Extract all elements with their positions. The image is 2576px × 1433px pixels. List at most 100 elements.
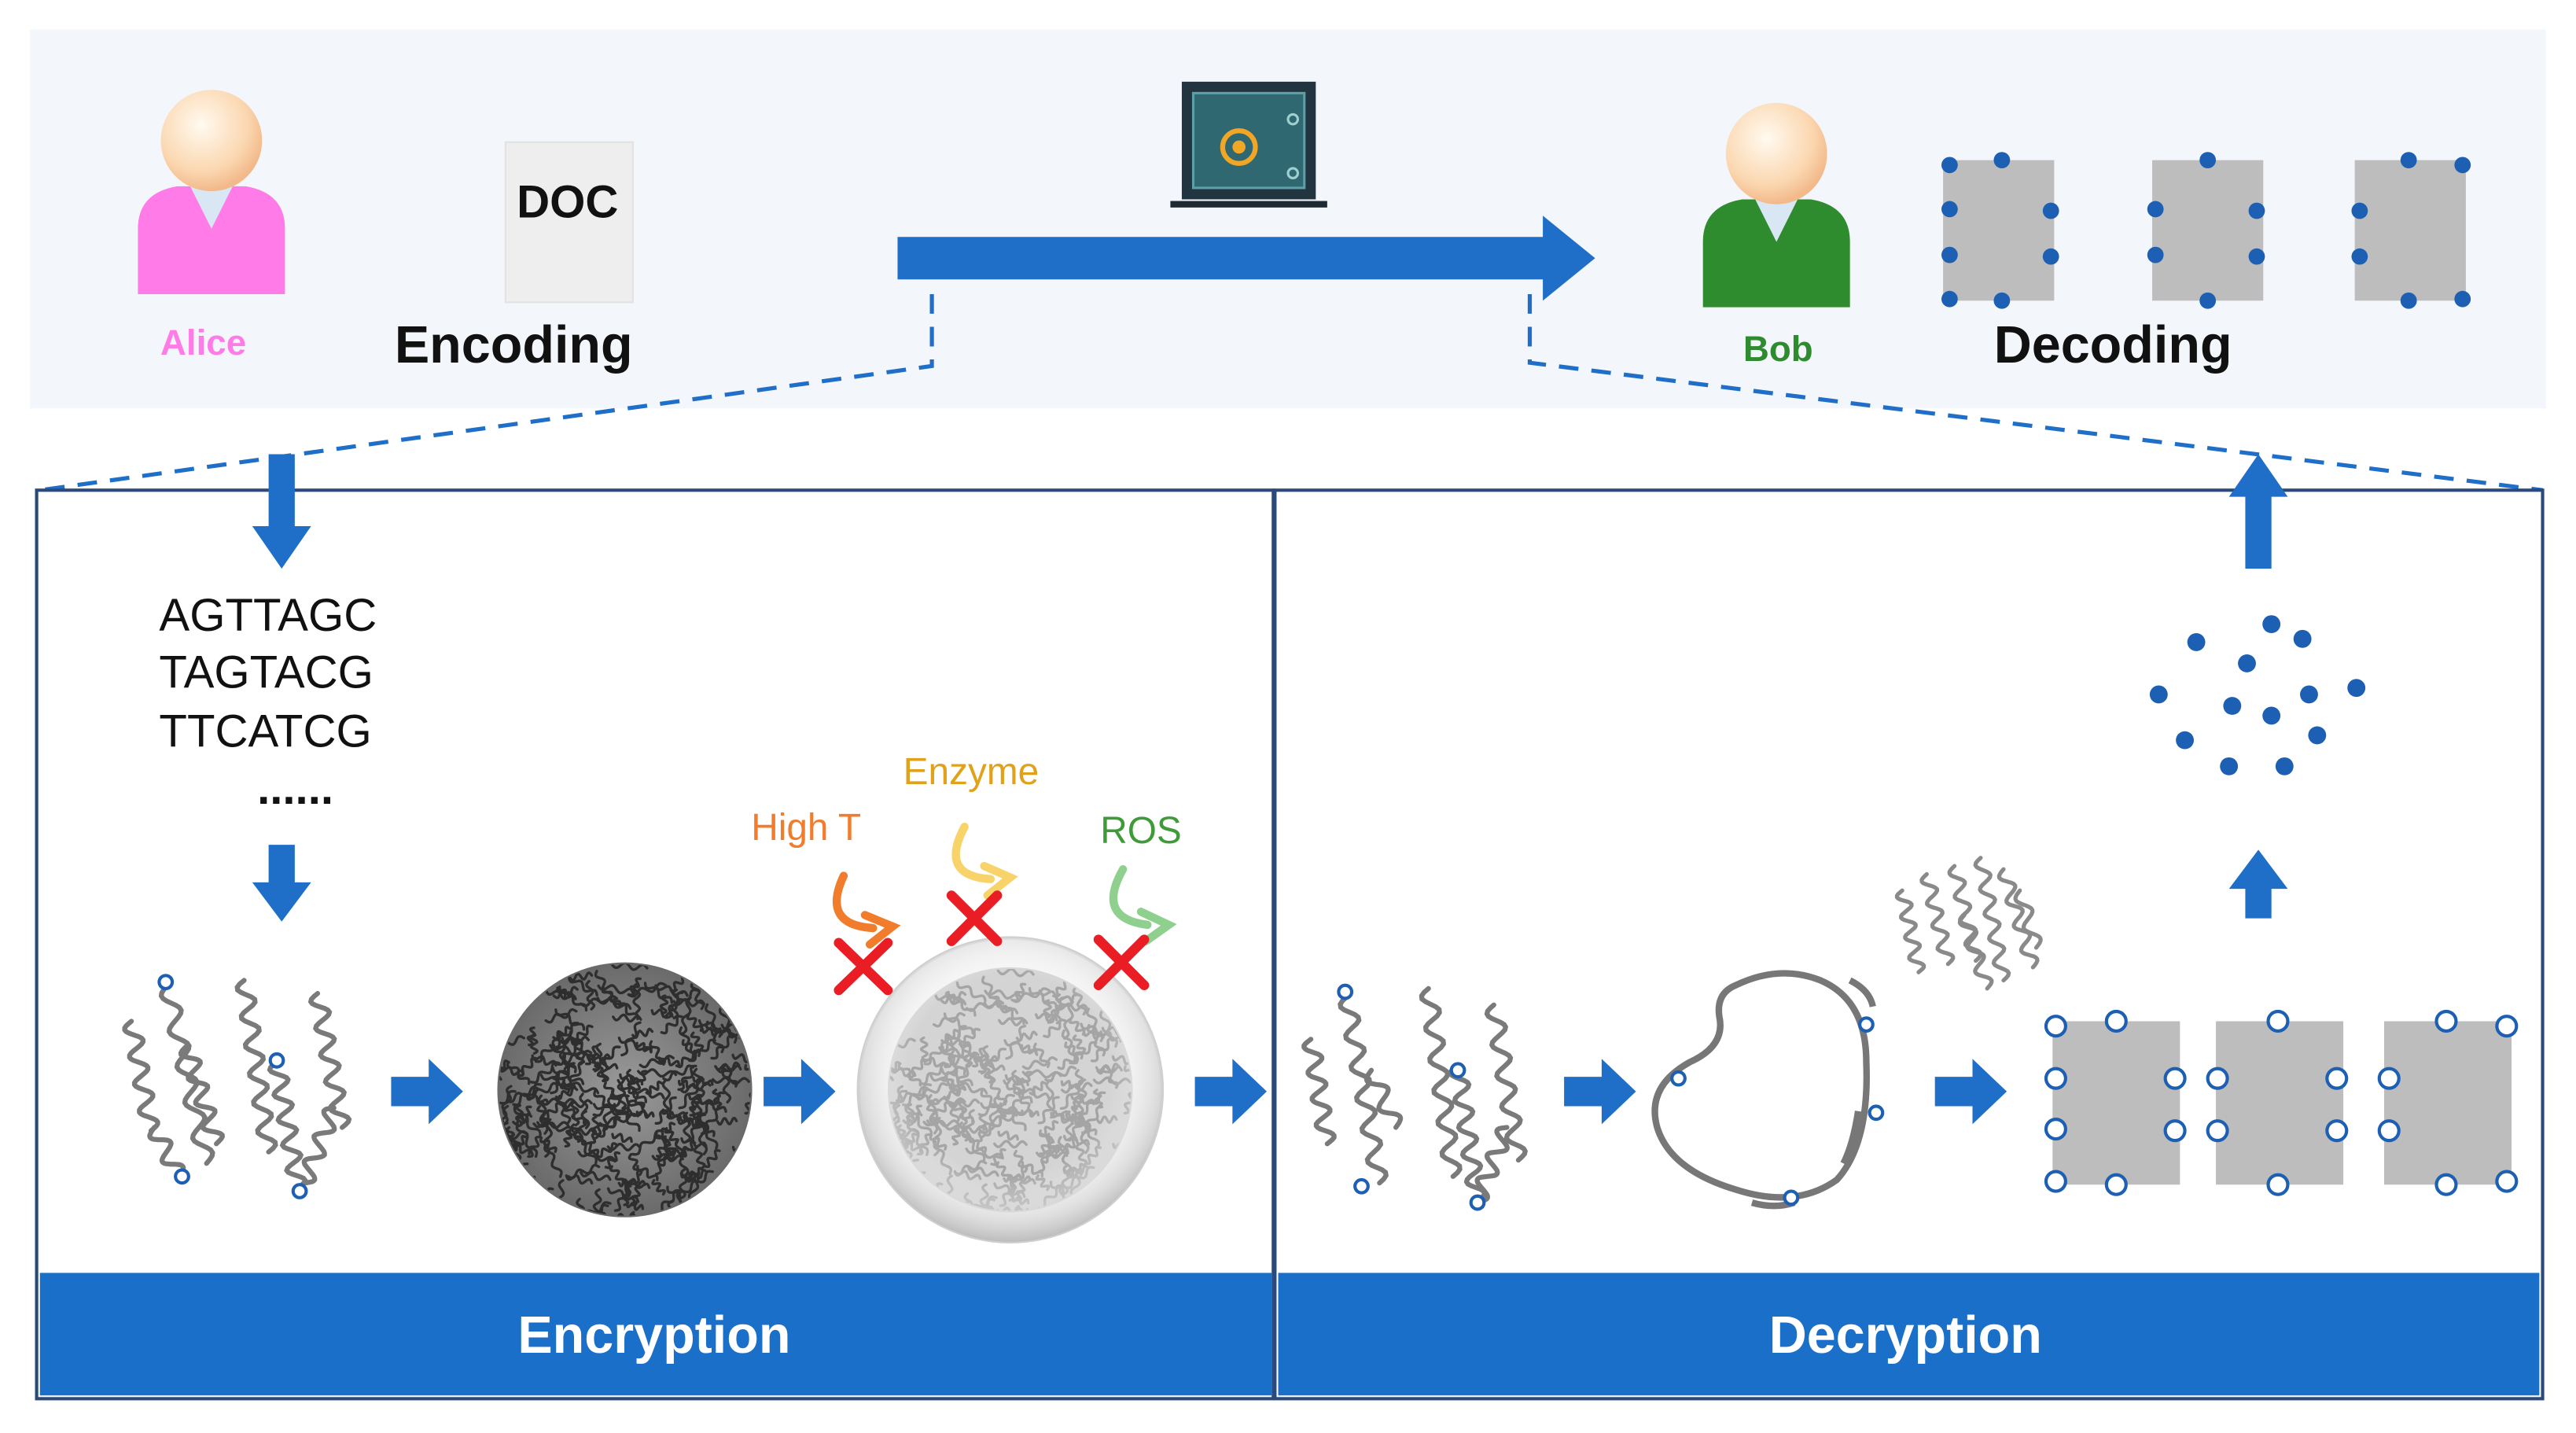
- strand-end-marker: [268, 1052, 285, 1069]
- dna-strand-icon: [604, 1151, 621, 1170]
- dna-strand-icon: [579, 1092, 591, 1129]
- dna-strand-icon: [581, 1139, 600, 1156]
- dna-strand-icon: [645, 1080, 664, 1096]
- dna-strand-icon: [539, 1136, 558, 1154]
- dna-strand-icon: [627, 982, 667, 998]
- dna-strand-icon: [643, 982, 674, 1004]
- dna-strand-icon: [526, 1026, 537, 1047]
- dna-strand-icon: [692, 1067, 705, 1098]
- dna-strand-icon: [1996, 867, 2040, 970]
- dna-strand-icon: [563, 1129, 573, 1148]
- dna-strand-icon: [705, 1020, 725, 1054]
- dna-strand-icon: [569, 971, 594, 982]
- dna-strand-icon: [158, 982, 215, 1166]
- dna-strand-icon: [699, 1097, 727, 1114]
- dna-strand-icon: [731, 1053, 751, 1064]
- dna-strand-icon: [613, 1184, 632, 1212]
- process-arrow-3: [1194, 1059, 1267, 1125]
- dna-strand-icon: [2013, 888, 2043, 950]
- dna-strand-icon: [554, 1008, 586, 1031]
- dna-strand-icon: [692, 1076, 714, 1086]
- dna-strand-icon: [542, 1102, 562, 1121]
- sequence-line-3: TTCATCG: [159, 705, 371, 757]
- dna-strand-icon: [631, 1129, 664, 1156]
- dna-strand-icon: [1894, 888, 1926, 974]
- dna-strand-icon: [122, 1019, 160, 1133]
- dna-strand-icon: [679, 1114, 707, 1131]
- dna-strand-icon: [690, 1093, 702, 1111]
- dna-strand-icon: [716, 1061, 741, 1074]
- dna-strand-icon: [654, 1096, 677, 1125]
- dna-strand-icon: [499, 1035, 525, 1051]
- decryption-banner-label: Decryption: [1769, 1306, 2042, 1365]
- dna-strand-icon: [595, 1142, 619, 1159]
- bob-person-icon: [1702, 102, 1850, 308]
- bob-label: Bob: [1743, 329, 1813, 369]
- dna-strand-icon: [693, 1145, 706, 1170]
- dna-strand-icon: [613, 1107, 649, 1118]
- sequence-line-2: TAGTACG: [159, 647, 373, 698]
- dna-strand-icon: [610, 1089, 644, 1111]
- dna-strand-icon: [587, 1052, 612, 1062]
- dna-strand-icon: [594, 970, 613, 1001]
- dna-strand-icon: [611, 1133, 633, 1144]
- dna-strand-icon: [598, 1115, 621, 1138]
- dna-strand-icon: [678, 1078, 705, 1110]
- dna-strand-icon: [617, 1178, 638, 1188]
- dna-strand-icon: [716, 1116, 738, 1126]
- dna-strand-icon: [571, 1024, 594, 1044]
- transfer-arrow: [897, 216, 1595, 301]
- dna-strand-icon: [579, 995, 619, 1008]
- safe-icon: [1170, 81, 1327, 208]
- high-t-label: High T: [751, 807, 861, 849]
- dna-strand-icon: [683, 1111, 692, 1144]
- dna-strand-icon: [530, 1061, 561, 1085]
- dna-strand-icon: [529, 1033, 539, 1055]
- encryption-panel: [35, 488, 1275, 1401]
- dna-strand-icon: [686, 1013, 704, 1032]
- encoding-label: Encoding: [395, 316, 633, 374]
- dna-strand-icon: [634, 1070, 648, 1091]
- dna-strand-icon: [592, 1188, 602, 1216]
- dna-strand-icon: [597, 984, 636, 995]
- dna-strand-icon: [1474, 1125, 1510, 1204]
- dna-strand-icon: [543, 1143, 563, 1178]
- dna-strand-icon: [301, 1105, 337, 1186]
- enzyme-arrow: [951, 823, 995, 883]
- dna-strand-icon: [632, 982, 642, 1014]
- decoding-label: Decoding: [1994, 316, 2232, 374]
- dna-strand-icon: [668, 988, 699, 1011]
- dna-strand-icon: [680, 996, 692, 1036]
- dna-strand-icon: [744, 1063, 751, 1081]
- dna-strand-icon: [651, 1178, 666, 1196]
- dna-strand-icon: [587, 1211, 607, 1216]
- dna-strand-icon: [560, 1035, 591, 1046]
- dna-strand-icon: [1919, 871, 1956, 967]
- down-arrow-1: [252, 454, 311, 569]
- dna-strand-icon: [499, 1130, 529, 1143]
- dna-strand-icon: [1957, 912, 1994, 991]
- dna-strand-icon: [1301, 1037, 1337, 1147]
- dna-strand-icon: [544, 989, 577, 1000]
- dna-strand-icon: [636, 1165, 659, 1181]
- high-t-arrowhead: [860, 911, 901, 949]
- process-arrow-2: [764, 1059, 836, 1125]
- dna-strand-icon: [565, 1174, 594, 1185]
- dna-strand-icon: [531, 1054, 558, 1067]
- dna-strand-icon: [616, 1082, 627, 1110]
- alice-person-icon: [138, 90, 285, 294]
- dna-strand-icon: [712, 1076, 750, 1085]
- dna-strand-icon: [690, 1031, 705, 1052]
- alice-label: Alice: [160, 322, 246, 363]
- circular-dna-plasmid: [1651, 970, 1885, 1210]
- dna-strand-icon: [625, 1201, 645, 1211]
- decoded-blocks-top: [1941, 152, 2471, 309]
- dna-strand-icon: [677, 1064, 697, 1091]
- dna-strand-icon: [234, 978, 278, 1155]
- ros-arrow: [1109, 865, 1152, 930]
- dna-strands-decryption: [1301, 983, 1528, 1211]
- dna-strand-icon: [517, 1056, 538, 1078]
- dna-strand-icon: [585, 979, 596, 1011]
- dna-strand-icon: [1484, 1002, 1528, 1163]
- cross-icons: [834, 890, 1150, 996]
